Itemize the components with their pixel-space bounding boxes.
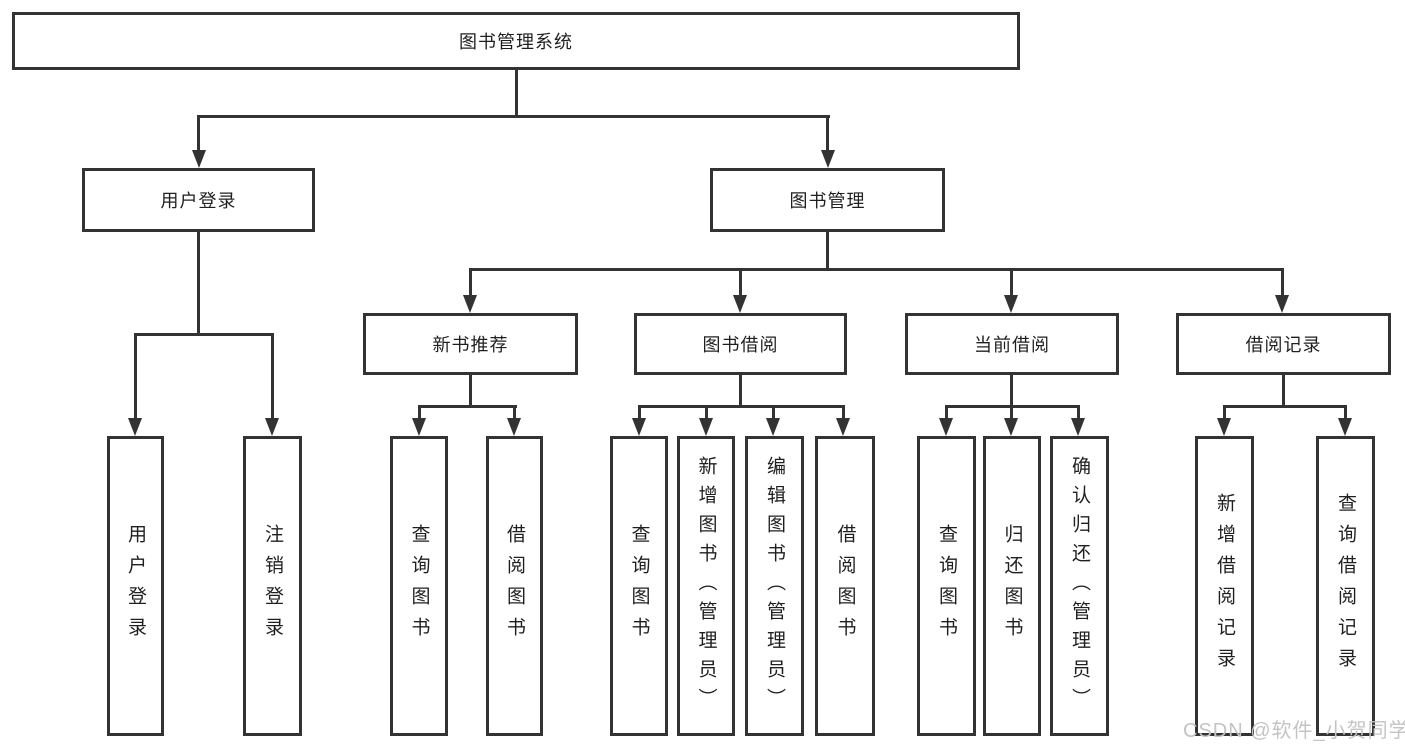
connector-drop-nb-borrow bbox=[513, 405, 516, 419]
node-bb-query-label: 查询图书 bbox=[628, 524, 650, 648]
node-nb-borrow-label: 借阅图书 bbox=[504, 524, 525, 648]
arrowhead-down-icon bbox=[192, 150, 206, 168]
node-br-query: 查询借阅记录 bbox=[1316, 436, 1375, 736]
node-bb-query: 查询图书 bbox=[610, 436, 668, 736]
connector-root-stem bbox=[515, 70, 518, 117]
node-cb-return: 归还图书 bbox=[983, 436, 1041, 736]
arrowhead-down-icon bbox=[632, 418, 646, 436]
connector-user-login-stem bbox=[197, 232, 200, 336]
node-book-borrow: 图书借阅 bbox=[634, 313, 847, 375]
node-new-book-rec: 新书推荐 bbox=[363, 313, 578, 375]
arrowhead-down-icon bbox=[1071, 418, 1085, 436]
arrowhead-down-icon bbox=[1338, 418, 1352, 436]
connector-drop-cb-query bbox=[945, 405, 948, 419]
connector-drop-bb-borrow bbox=[842, 405, 845, 419]
connector-drop-br-query bbox=[1344, 405, 1347, 419]
node-user-login: 用户登录 bbox=[82, 168, 315, 232]
connector-drop-cb-confirm bbox=[1077, 405, 1080, 419]
arrowhead-down-icon bbox=[1275, 295, 1289, 313]
node-book-mgmt: 图书管理 bbox=[710, 168, 945, 232]
node-cb-confirm: 确认归还（管理员） bbox=[1050, 436, 1109, 736]
connector-drop-borrow-records bbox=[1281, 268, 1284, 297]
connector-drop-cb-return bbox=[1010, 405, 1013, 419]
arrowhead-down-icon bbox=[1217, 418, 1231, 436]
arrowhead-down-icon bbox=[766, 418, 780, 436]
node-cb-query-label: 查询图书 bbox=[936, 524, 957, 648]
connector-new-book-rec-bus bbox=[418, 405, 517, 408]
connector-borrow-records-stem bbox=[1282, 375, 1285, 408]
connector-new-book-rec-stem bbox=[469, 375, 472, 408]
arrowhead-down-icon bbox=[507, 418, 521, 436]
node-leaf-user-login: 用户登录 bbox=[107, 436, 164, 736]
node-root-label: 图书管理系统 bbox=[459, 32, 573, 52]
connector-drop-user-login bbox=[197, 115, 200, 151]
arrowhead-down-icon bbox=[821, 150, 835, 168]
connector-drop-leaf-logout bbox=[271, 333, 274, 418]
arrowhead-down-icon bbox=[463, 295, 477, 313]
node-bb-borrow: 借阅图书 bbox=[815, 436, 875, 736]
connector-drop-nb-query bbox=[418, 405, 421, 419]
connector-borrow-records-bus bbox=[1223, 405, 1347, 408]
connector-drop-bb-add bbox=[705, 405, 708, 419]
node-cb-query: 查询图书 bbox=[917, 436, 976, 736]
connector-drop-bb-query bbox=[638, 405, 641, 419]
connector-drop-leaf-user-login bbox=[134, 333, 137, 418]
connector-drop-bb-edit bbox=[772, 405, 775, 419]
connector-user-login-bus bbox=[134, 333, 274, 336]
node-bb-edit-label: 编辑图书（管理员） bbox=[764, 455, 785, 717]
connector-book-borrow-bus bbox=[638, 405, 845, 408]
arrowhead-down-icon bbox=[733, 295, 747, 313]
node-leaf-logout-label: 注销登录 bbox=[262, 524, 283, 648]
node-cb-confirm-label: 确认归还（管理员） bbox=[1069, 455, 1090, 717]
node-bb-borrow-label: 借阅图书 bbox=[834, 524, 856, 648]
node-new-book-rec-label: 新书推荐 bbox=[432, 335, 509, 355]
node-borrow-records-label: 借阅记录 bbox=[1245, 335, 1322, 355]
node-nb-borrow: 借阅图书 bbox=[486, 436, 543, 736]
connector-drop-current-borrow bbox=[1010, 268, 1013, 297]
connector-root-bus bbox=[197, 115, 830, 118]
node-book-borrow-label: 图书借阅 bbox=[702, 335, 779, 355]
node-borrow-records: 借阅记录 bbox=[1176, 313, 1391, 375]
arrowhead-down-icon bbox=[265, 418, 279, 436]
connector-drop-new-book-rec bbox=[469, 268, 472, 297]
arrowhead-down-icon bbox=[412, 418, 426, 436]
node-root: 图书管理系统 bbox=[12, 12, 1020, 70]
node-leaf-user-login-label: 用户登录 bbox=[125, 524, 146, 648]
arrowhead-down-icon bbox=[128, 418, 142, 436]
node-nb-query-label: 查询图书 bbox=[408, 524, 430, 648]
node-bb-add-label: 新增图书（管理员） bbox=[695, 455, 717, 717]
node-cb-return-label: 归还图书 bbox=[1001, 524, 1023, 648]
connector-book-mgmt-bus bbox=[469, 268, 1284, 271]
arrowhead-down-icon bbox=[699, 418, 713, 436]
connector-book-mgmt-stem bbox=[826, 232, 829, 271]
csdn-watermark: CSDN @软件_小贺同学 bbox=[1183, 720, 1405, 742]
node-current-borrow: 当前借阅 bbox=[905, 313, 1119, 375]
node-current-borrow-label: 当前借阅 bbox=[974, 335, 1050, 355]
connector-drop-book-borrow bbox=[739, 268, 742, 297]
connector-current-borrow-stem bbox=[1010, 375, 1013, 408]
node-nb-query: 查询图书 bbox=[390, 436, 448, 736]
arrowhead-down-icon bbox=[836, 418, 850, 436]
connector-drop-br-add bbox=[1223, 405, 1226, 419]
node-leaf-logout: 注销登录 bbox=[243, 436, 302, 736]
node-bb-edit: 编辑图书（管理员） bbox=[745, 436, 804, 736]
connector-book-borrow-stem bbox=[739, 375, 742, 408]
node-bb-add: 新增图书（管理员） bbox=[677, 436, 735, 736]
node-user-login-label: 用户登录 bbox=[160, 191, 237, 211]
node-br-query-label: 查询借阅记录 bbox=[1335, 493, 1356, 679]
node-br-add-label: 新增借阅记录 bbox=[1214, 493, 1235, 679]
arrowhead-down-icon bbox=[1004, 295, 1018, 313]
node-br-add: 新增借阅记录 bbox=[1195, 436, 1254, 736]
connector-drop-book-mgmt bbox=[826, 115, 829, 151]
node-book-mgmt-label: 图书管理 bbox=[789, 191, 866, 211]
arrowhead-down-icon bbox=[1004, 418, 1018, 436]
arrowhead-down-icon bbox=[939, 418, 953, 436]
